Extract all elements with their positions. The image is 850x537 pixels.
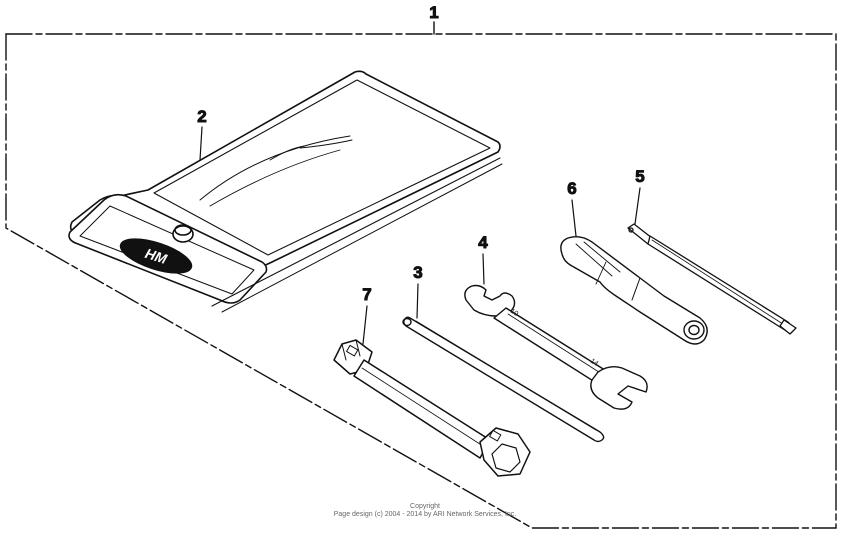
- screwdriver-handle[interactable]: [560, 235, 708, 345]
- callout-5[interactable]: 5: [635, 167, 645, 187]
- leader-lines: [199, 126, 641, 345]
- pouch-logo: [119, 238, 193, 274]
- copyright-notice: Page design (c) 2004 - 2014 by ARI Netwo…: [333, 511, 517, 518]
- kit-frame: [5, 21, 837, 529]
- wrench-size-large: 14: [589, 358, 599, 368]
- copyright-label: Copyright: [410, 503, 440, 510]
- pouch-logo-text: HM: [143, 245, 169, 267]
- callout-1[interactable]: 1: [429, 3, 439, 23]
- callout-4[interactable]: 4: [478, 233, 489, 253]
- wrench-size-small: 10: [509, 308, 519, 318]
- open-end-wrench[interactable]: 10 14: [464, 284, 648, 410]
- callout-3[interactable]: 3: [413, 263, 423, 283]
- rod-bar[interactable]: [402, 316, 605, 443]
- callout-6[interactable]: 6: [567, 179, 577, 199]
- callout-7[interactable]: 7: [362, 285, 372, 305]
- callout-2[interactable]: 2: [197, 107, 207, 127]
- screwdriver-bit[interactable]: [627, 223, 797, 335]
- tool-pouch[interactable]: HM: [68, 70, 503, 313]
- box-wrench[interactable]: [333, 339, 531, 477]
